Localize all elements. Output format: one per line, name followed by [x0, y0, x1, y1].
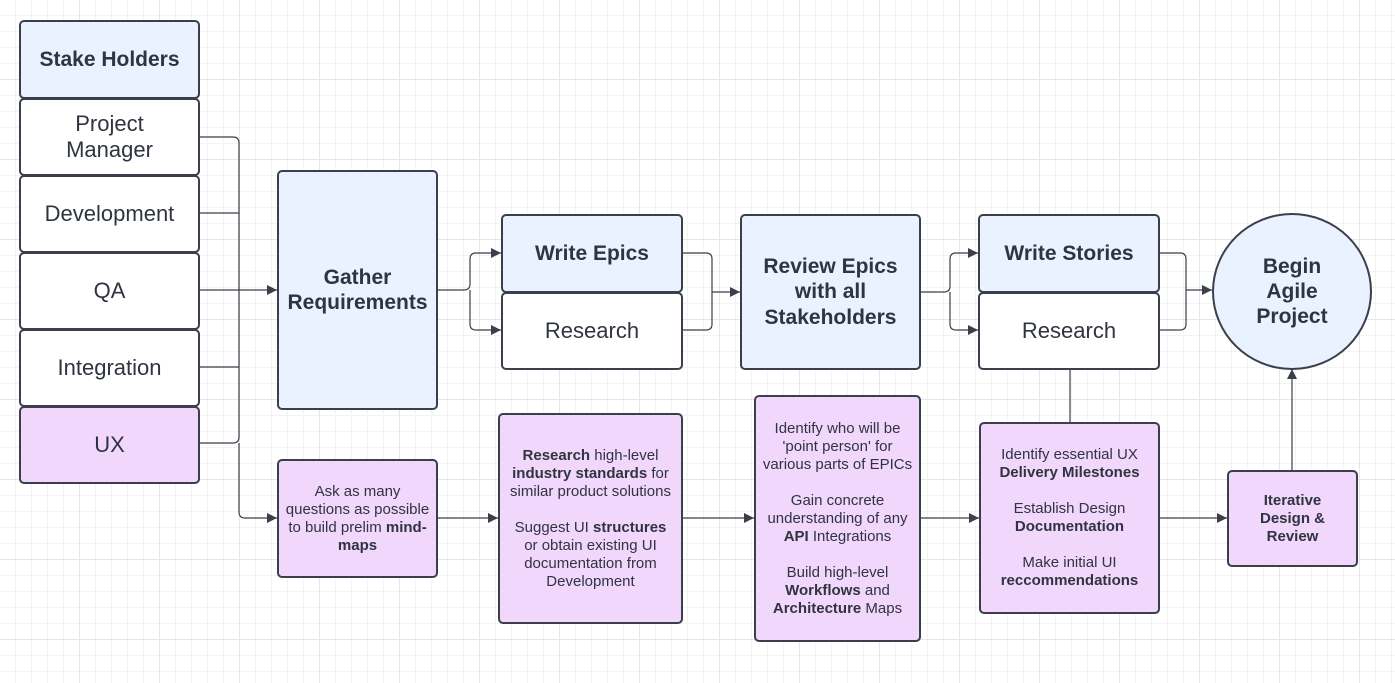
gather-requirements-box: Gather Requirements [277, 170, 438, 410]
stakeholder-development: Development [19, 175, 200, 253]
write-stories-box: Write Stories [978, 214, 1160, 293]
research-epics-box: Research [501, 292, 683, 370]
ux-identify-point-person-note: Identify who will be 'point person' for … [754, 395, 921, 642]
connector [921, 248, 978, 293]
research-stories-box: Research [978, 292, 1160, 370]
ux-identify-point-person-text: Identify who will be 'point person' for … [762, 419, 913, 617]
stakeholders-header: Stake Holders [19, 20, 200, 99]
review-epics-box: Review Epics with all Stakeholders [740, 214, 921, 370]
connector [683, 252, 713, 331]
ux-ask-questions-note: Ask as many questions as possible to bui… [277, 459, 438, 578]
connector [438, 248, 501, 291]
connector [1160, 252, 1187, 331]
connector [469, 290, 501, 335]
stakeholder-qa: QA [19, 252, 200, 330]
connector-arrow [238, 443, 277, 523]
connector [949, 292, 978, 335]
stakeholder-ux: UX [19, 406, 200, 484]
ux-ask-questions-text: Ask as many questions as possible to bui… [285, 482, 430, 554]
stakeholder-integration: Integration [19, 329, 200, 407]
begin-agile-project-circle: Begin Agile Project [1212, 213, 1372, 370]
write-epics-box: Write Epics [501, 214, 683, 293]
stakeholder-project-manager: Project Manager [19, 98, 200, 176]
ux-iterative-design-note: Iterative Design & Review [1227, 470, 1358, 567]
ux-research-standards-text: Research high-level industry standards f… [510, 446, 671, 590]
ux-milestones-text: Identify essential UX Delivery Milestone… [999, 446, 1140, 589]
ux-research-standards-note: Research high-level industry standards f… [498, 413, 683, 624]
ux-milestones-note: Identify essential UX Delivery Milestone… [979, 422, 1160, 614]
